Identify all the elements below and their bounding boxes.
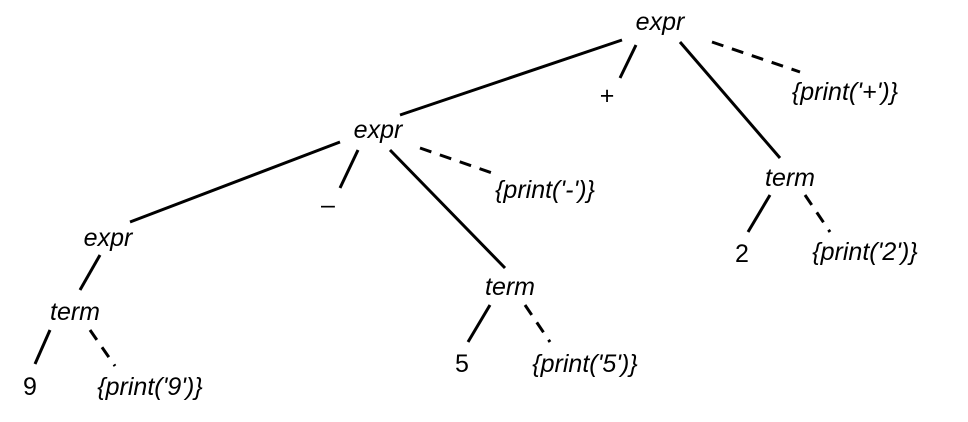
node-nine: 9 (23, 373, 37, 401)
edge-expr-mid-to-expr-left (129, 140, 341, 224)
edge-term-right-to-two (746, 194, 772, 233)
node-term-left: term (50, 298, 100, 326)
node-plus: + (600, 82, 615, 110)
edge-expr-left-to-term-left (78, 254, 102, 291)
node-print-minus: {print('-')} (495, 176, 595, 204)
edge-expr-mid-to-minus (338, 149, 360, 189)
node-term-mid: term (485, 273, 535, 301)
edge-expr-root-to-print-plus (711, 40, 801, 74)
node-labels: expr + {print('+')} expr – {print('-')} … (23, 8, 918, 401)
edge-expr-root-to-plus (618, 44, 638, 79)
node-expr-root: expr (636, 8, 686, 36)
node-print-plus: {print('+')} (792, 78, 898, 106)
edge-expr-root-to-expr-mid (399, 38, 623, 117)
edge-term-left-to-nine (33, 329, 52, 365)
edge-term-right-to-print-2 (803, 194, 832, 233)
node-expr-mid: expr (354, 116, 404, 144)
edge-expr-mid-to-term-mid (388, 148, 507, 270)
node-print-9: {print('9')} (97, 373, 202, 401)
node-five: 5 (455, 350, 469, 378)
edge-term-mid-to-print-5 (523, 304, 552, 343)
node-term-right: term (765, 164, 815, 192)
edge-term-left-to-print-9 (88, 329, 117, 367)
node-minus: – (321, 191, 335, 219)
node-two: 2 (735, 240, 749, 268)
edge-expr-mid-to-print-minus (419, 146, 499, 177)
edge-term-mid-to-five (466, 304, 492, 343)
node-print-2: {print('2')} (812, 238, 917, 266)
edges (33, 38, 832, 367)
node-expr-left: expr (84, 224, 134, 252)
edge-expr-root-to-term-right (678, 41, 782, 159)
node-print-5: {print('5')} (532, 350, 637, 378)
